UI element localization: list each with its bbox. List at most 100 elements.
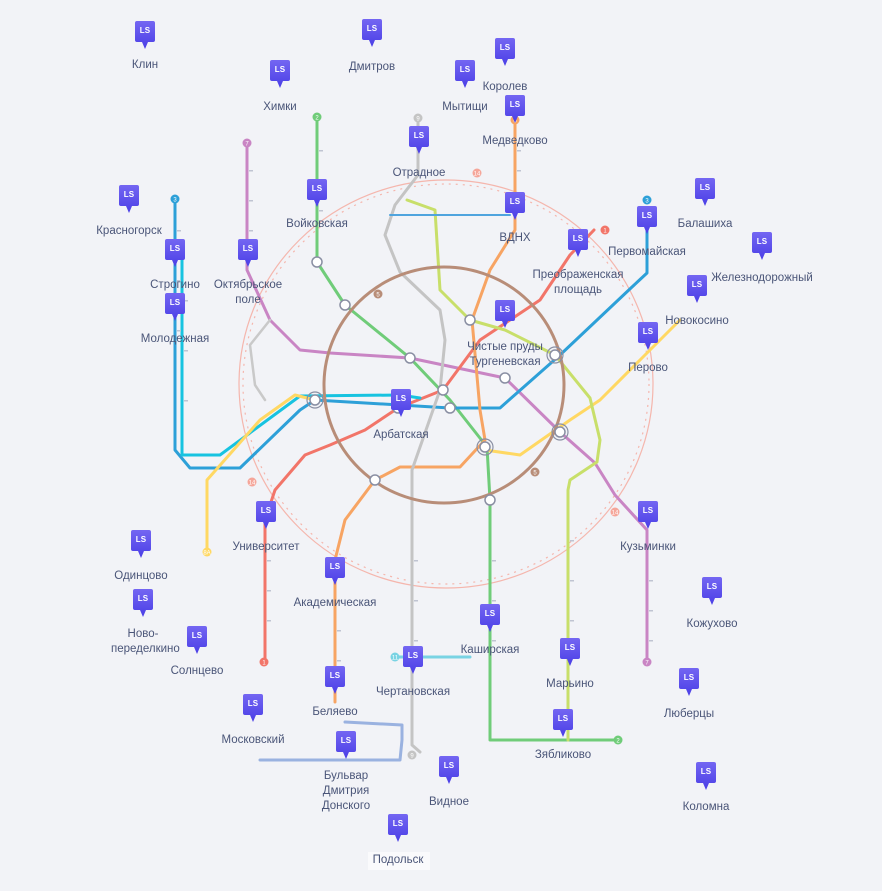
map-pin-icon[interactable]: LS bbox=[118, 184, 140, 214]
map-pin-icon[interactable]: LS bbox=[637, 321, 659, 351]
map-pin-icon[interactable]: LS bbox=[408, 125, 430, 155]
station-tick bbox=[319, 150, 323, 152]
marker-label[interactable]: Балашиха bbox=[677, 218, 733, 230]
marker-label[interactable]: Кожухово bbox=[686, 618, 738, 630]
map-pin-icon[interactable]: LS bbox=[130, 529, 152, 559]
line-number-text: 5 bbox=[533, 471, 537, 477]
line-number-badge bbox=[642, 657, 652, 667]
marker-label[interactable]: Люберцы bbox=[663, 708, 715, 720]
map-pin-icon[interactable]: LS bbox=[134, 20, 156, 50]
map-pin-icon[interactable]: LS bbox=[132, 588, 154, 618]
map-pin-icon[interactable]: LS bbox=[678, 667, 700, 697]
map-pin-icon[interactable]: LS bbox=[361, 18, 383, 48]
map-pin-icon[interactable]: LS bbox=[552, 708, 574, 738]
map-pin-icon[interactable]: LS bbox=[695, 761, 717, 791]
map-pin-icon[interactable]: LS bbox=[324, 665, 346, 695]
marker-label[interactable]: Беляево bbox=[312, 706, 358, 718]
marker-label[interactable]: Арбатская bbox=[373, 429, 429, 441]
map-pin-icon[interactable]: LS bbox=[335, 730, 357, 760]
marker-label[interactable]: Отрадное bbox=[392, 167, 446, 179]
marker-label[interactable]: Клин bbox=[131, 59, 159, 71]
transfer-station bbox=[339, 299, 351, 311]
marker-label[interactable]: Чертановская bbox=[375, 686, 451, 698]
marker-label[interactable]: Коломна bbox=[682, 801, 730, 813]
map-pin-icon[interactable]: LS bbox=[269, 59, 291, 89]
map-pin-icon[interactable]: LS bbox=[567, 228, 589, 258]
map-pin-icon[interactable]: LS bbox=[504, 94, 526, 124]
map-pin-icon[interactable]: LS bbox=[751, 231, 773, 261]
map-pin-icon[interactable]: LS bbox=[494, 299, 516, 329]
map-pin-icon[interactable]: LS bbox=[494, 37, 516, 67]
marker-label[interactable]: Подольск bbox=[372, 854, 424, 866]
map-pin-icon[interactable]: LS bbox=[402, 645, 424, 675]
map-pin-icon[interactable]: LS bbox=[479, 603, 501, 633]
marker-label[interactable]: Железнодорожный bbox=[711, 272, 813, 284]
marker-label[interactable]: Чистые пруды Тургеневская bbox=[467, 341, 543, 368]
pin-text: LS bbox=[499, 305, 511, 314]
pin-text: LS bbox=[499, 43, 511, 52]
map-pin-icon[interactable]: LS bbox=[559, 637, 581, 667]
station-tick bbox=[249, 200, 253, 202]
marker-label[interactable]: Войковская bbox=[286, 218, 348, 230]
marker-label[interactable]: Строгино bbox=[150, 279, 200, 291]
marker-label[interactable]: Университет bbox=[232, 541, 300, 553]
marker-label[interactable]: Новокосино bbox=[665, 315, 729, 327]
map-pin-icon[interactable]: LS bbox=[637, 500, 659, 530]
marker-label[interactable]: Дмитров bbox=[348, 61, 396, 73]
pin-text: LS bbox=[642, 327, 654, 336]
map-pin-icon[interactable]: LS bbox=[454, 59, 476, 89]
marker-label[interactable]: Красногорск bbox=[96, 225, 162, 237]
marker-label[interactable]: Молодежная bbox=[140, 333, 210, 345]
marker-label[interactable]: Зябликово bbox=[534, 749, 592, 761]
map-pin-icon[interactable]: LS bbox=[324, 556, 346, 586]
marker-label[interactable]: Ново-переделкино bbox=[111, 628, 180, 655]
marker-label[interactable]: Бульвар Дмитрия Донского bbox=[321, 770, 371, 812]
map-pin-icon[interactable]: LS bbox=[686, 274, 708, 304]
map-pin-icon[interactable]: LS bbox=[504, 191, 526, 221]
map-pin-icon[interactable]: LS bbox=[694, 177, 716, 207]
line-number-badge bbox=[413, 113, 423, 123]
marker-label[interactable]: Первомайская bbox=[608, 246, 686, 258]
pin-text: LS bbox=[169, 298, 181, 307]
map-pin-icon[interactable]: LS bbox=[164, 238, 186, 268]
map-pin-icon[interactable]: LS bbox=[186, 625, 208, 655]
marker-label[interactable]: Одинцово bbox=[114, 570, 168, 582]
station-tick bbox=[267, 590, 271, 592]
map-pin-icon[interactable]: LS bbox=[237, 238, 259, 268]
map-pin-icon[interactable]: LS bbox=[255, 500, 277, 530]
map-pin-icon[interactable]: LS bbox=[438, 755, 460, 785]
map-pin-icon[interactable]: LS bbox=[390, 388, 412, 418]
mcc-ring-inner bbox=[242, 183, 650, 585]
map-pin-icon[interactable]: LS bbox=[701, 576, 723, 606]
transfer-station bbox=[464, 314, 476, 326]
marker-label[interactable]: Медведково bbox=[482, 135, 548, 147]
marker-label[interactable]: Видное bbox=[429, 796, 469, 808]
marker-label[interactable]: Каширская bbox=[460, 644, 520, 656]
line-number-text: 1 bbox=[262, 661, 266, 667]
map-pin-icon[interactable]: LS bbox=[306, 178, 328, 208]
pin-text: LS bbox=[509, 197, 521, 206]
line-number-text: 7 bbox=[245, 142, 249, 148]
pin-text: LS bbox=[700, 767, 712, 776]
line-number-badge bbox=[390, 652, 400, 662]
marker-label[interactable]: Октябрьское поле bbox=[213, 279, 283, 306]
marker-label[interactable]: Кузьминки bbox=[620, 541, 676, 553]
marker-label[interactable]: Марьино bbox=[546, 678, 594, 690]
map-pin-icon[interactable]: LS bbox=[164, 292, 186, 322]
line-number-badge bbox=[530, 467, 540, 477]
marker-label[interactable]: Мытищи bbox=[442, 101, 488, 113]
marker-label[interactable]: Московский bbox=[221, 734, 285, 746]
marker-label[interactable]: Перово bbox=[628, 362, 668, 374]
pin-text: LS bbox=[242, 244, 254, 253]
map-pin-icon[interactable]: LS bbox=[636, 205, 658, 235]
map-pin-icon[interactable]: LS bbox=[387, 813, 409, 843]
marker-label[interactable]: Королев bbox=[482, 81, 528, 93]
marker-label[interactable]: Академическая bbox=[293, 597, 377, 609]
marker-label[interactable]: Химки bbox=[263, 101, 297, 113]
marker-label[interactable]: Солнцево bbox=[170, 665, 224, 677]
marker-label[interactable]: ВДНХ bbox=[499, 232, 531, 244]
marker-label[interactable]: Преображенская площадь bbox=[532, 269, 624, 296]
map-pin-icon[interactable]: LS bbox=[242, 693, 264, 723]
interchange-ring bbox=[551, 423, 569, 441]
